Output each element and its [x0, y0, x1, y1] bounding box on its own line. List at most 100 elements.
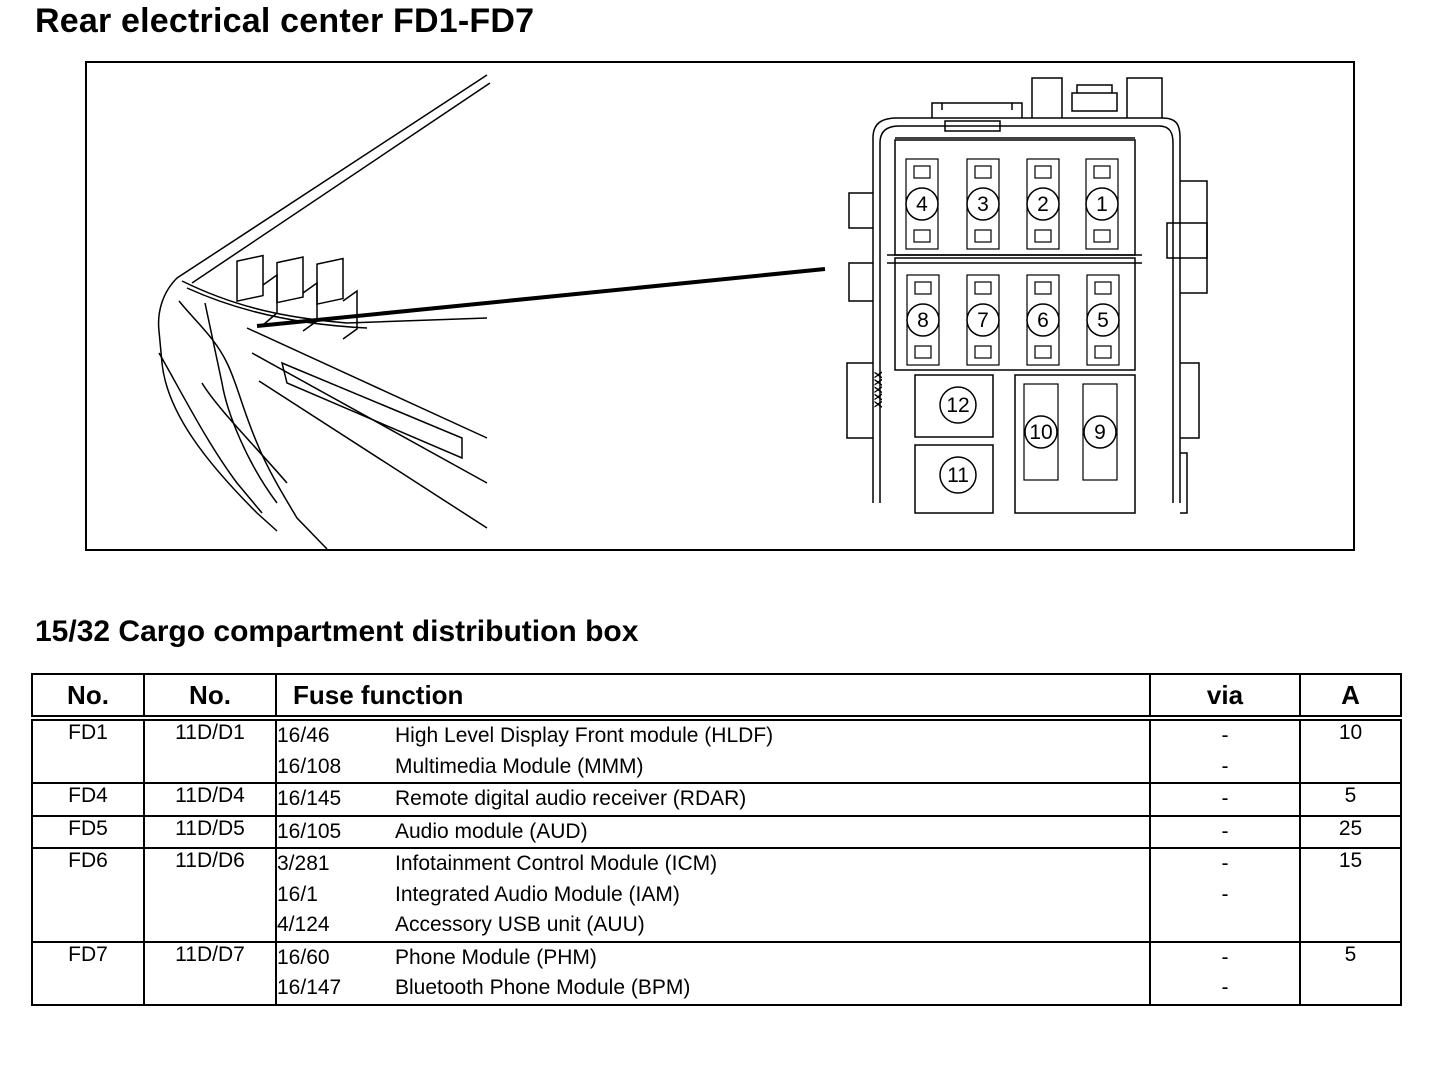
fuse-marker-label: 4: [916, 193, 928, 216]
function-code: 16/46: [277, 724, 330, 747]
via-cell: -: [1149, 814, 1301, 849]
fuse-no: FD4: [31, 782, 145, 817]
fuse-no-2: 11D/D1: [143, 717, 277, 784]
fuse-no: FD7: [31, 940, 145, 1006]
table-row: FD7 11D/D7 16/60 Phone Module (PHM) 16/14…: [31, 940, 1402, 1006]
fuse-no: FD5: [31, 814, 145, 849]
fuse-no-2: 11D/D4: [143, 782, 277, 817]
header-no-2: No.: [143, 673, 277, 719]
fuse-position-4: 4: [905, 187, 939, 221]
fuse-marker-label: 7: [977, 309, 989, 332]
fuse-marker-circle: [1085, 187, 1119, 221]
via-value: -: [1221, 882, 1229, 906]
header-amp: A: [1299, 673, 1402, 719]
fuse-functions: 16/46 High Level Display Front module (HL…: [275, 717, 1151, 784]
fuse-marker-label: 9: [1094, 421, 1106, 444]
location-figure: XXXXX 4 3 2 1 8 7 6 5 12 10 9 11: [85, 61, 1355, 551]
function-code: 16/1: [277, 882, 318, 906]
fuse-marker-label: 2: [1037, 193, 1049, 216]
via-value: -: [1221, 724, 1229, 747]
fuse-marker-circle: [1026, 187, 1060, 221]
fuse-position-12: 12: [939, 386, 977, 424]
fuse-marker-label: 12: [946, 394, 969, 417]
fuse-marker-circle: [1026, 303, 1060, 337]
header-no: No.: [31, 673, 145, 719]
via-cell: - -: [1149, 847, 1301, 943]
function-desc: Accessory USB unit (AUU): [395, 913, 645, 936]
function-code: 16/145: [277, 787, 342, 810]
fuse-marker-circle: [1083, 415, 1117, 449]
fuse-marker-circle: [906, 303, 940, 337]
fuse-marker-label: 6: [1037, 309, 1049, 332]
via-value: -: [1221, 976, 1229, 999]
via-cell: - -: [1149, 940, 1301, 1006]
vehicle-rear-drawing: [157, 74, 491, 550]
fuse-position-7: 7: [966, 303, 1000, 337]
fuse-marker-circle: [1086, 303, 1120, 337]
function-code: 3/281: [277, 852, 330, 875]
fuse-functions: 16/105 Audio module (AUD): [275, 814, 1151, 849]
fuse-marker-label: 5: [1097, 309, 1109, 332]
fuse-no: FD6: [31, 847, 145, 943]
fuse-marker-circle: [939, 456, 977, 494]
amp-value: 5: [1299, 940, 1402, 1006]
fuse-functions: 3/281 Infotainment Control Module (ICM) 1…: [275, 847, 1151, 943]
fuse-position-2: 2: [1026, 187, 1060, 221]
via-cell: -: [1149, 782, 1301, 817]
section-title: 15/32 Cargo compartment distribution box: [35, 615, 639, 648]
header-fuse-function: Fuse function: [275, 673, 1151, 719]
function-desc: Remote digital audio receiver (RDAR): [395, 787, 747, 810]
amp-value: 25: [1299, 814, 1402, 849]
via-value: -: [1221, 754, 1229, 778]
fuse-no-2: 11D/D7: [143, 940, 277, 1006]
fuse-position-3: 3: [966, 187, 1000, 221]
fuse-box-diagram: XXXXX 4 3 2 1 8 7 6 5 12 10 9 11: [157, 74, 1208, 550]
fuse-marker-circle: [966, 303, 1000, 337]
via-cell: - -: [1149, 717, 1301, 784]
fuse-position-9: 9: [1083, 415, 1117, 449]
function-code: 16/147: [277, 976, 342, 999]
fuse-functions: 16/60 Phone Module (PHM) 16/147 Bluetooth …: [275, 940, 1151, 1006]
function-code: 4/124: [277, 913, 330, 936]
fuse-position-11: 11: [939, 456, 977, 494]
page-title: Rear electrical center FD1-FD7: [35, 2, 535, 40]
amp-value: 15: [1299, 847, 1402, 943]
amp-value: 10: [1299, 717, 1402, 784]
fuse-marker-circle: [905, 187, 939, 221]
fuse-marker-label: 8: [917, 309, 929, 332]
fuse-marker-label: 3: [977, 193, 989, 216]
fuse-marker-label: 10: [1029, 421, 1052, 444]
fuse-marker-label: 11: [947, 464, 969, 487]
function-desc: Phone Module (PHM): [395, 945, 597, 969]
function-code: 16/105: [277, 819, 342, 843]
fuse-marker-circle: [1024, 415, 1058, 449]
fuse-position-5: 5: [1086, 303, 1120, 337]
function-desc: Integrated Audio Module (IAM): [395, 882, 680, 906]
fuse-position-10: 10: [1024, 415, 1058, 449]
function-desc: Multimedia Module (MMM): [395, 754, 644, 778]
function-desc: High Level Display Front module (HLDF): [395, 724, 774, 747]
function-desc: Infotainment Control Module (ICM): [395, 852, 718, 875]
fuse-position-6: 6: [1026, 303, 1060, 337]
table-row: FD4 11D/D4 16/145 Remote digital audio re…: [31, 782, 1402, 817]
fuse-marker-circle: [966, 187, 1000, 221]
via-value: -: [1221, 787, 1229, 810]
header-via: via: [1149, 673, 1301, 719]
fuse-marker-circle: [939, 386, 977, 424]
slot-label: XXXXX: [873, 371, 885, 408]
fuse-marker-label: 1: [1096, 193, 1108, 216]
table-header-row: No. No. Fuse function via A: [31, 673, 1402, 719]
function-code: 16/108: [277, 754, 342, 778]
function-desc: Bluetooth Phone Module (BPM): [395, 976, 691, 999]
function-desc: Audio module (AUD): [395, 819, 588, 843]
function-code: 16/60: [277, 945, 330, 969]
fuse-no: FD1: [31, 717, 145, 784]
amp-value: 5: [1299, 782, 1402, 817]
pointer-line: [256, 267, 826, 328]
fuse-functions: 16/145 Remote digital audio receiver (RDA…: [275, 782, 1151, 817]
via-value: [1151, 910, 1299, 941]
fuse-box-outline: [846, 77, 1208, 514]
fuse-table: No. No. Fuse function via A FD1 11D/D1 1…: [31, 673, 1402, 1006]
